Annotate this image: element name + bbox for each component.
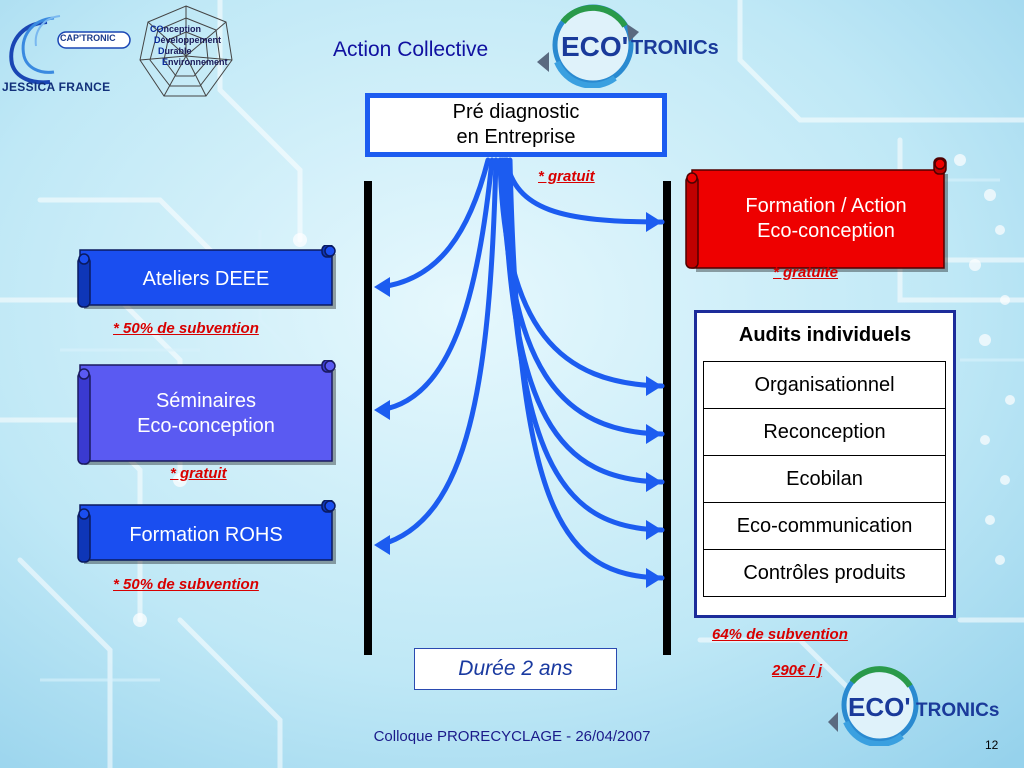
audit-item-reconception: Reconception — [703, 408, 946, 456]
right-vertical-bar — [663, 181, 671, 655]
coded-cap-2: D — [154, 35, 161, 45]
scroll-formation-action — [685, 157, 948, 272]
captronic-logo — [9, 15, 131, 85]
footer-text: Colloque PRORECYCLAGE - 26/04/2007 — [373, 728, 651, 745]
seminaires-line2: Eco-conception — [137, 415, 275, 437]
table-row: Reconception — [703, 408, 946, 456]
arrowhead-controles — [646, 568, 662, 588]
scroll-formation-label: Formation / Action Eco-conception — [706, 172, 946, 266]
ateliers-subvention-note: * 50% de subvention — [113, 320, 259, 337]
duration-label: Durée 2 ans — [458, 657, 573, 680]
seminaires-line1: Séminaires — [155, 390, 257, 412]
ecotronics-bottom-tronics: TRONICs — [916, 700, 999, 721]
audits-table: Organisationnel Reconception Ecobilan Ec… — [703, 361, 946, 597]
ecotronics-logo-bottom: ECO' TRONICs — [828, 666, 999, 746]
scroll-ateliers-label: Ateliers DEEE — [96, 252, 316, 307]
ecotronics-top-eco: ECO' — [561, 31, 628, 62]
page-number: 12 — [985, 738, 999, 752]
pre-diagnostic-line2: en Entreprise — [456, 126, 576, 148]
page-title: Action Collective — [333, 38, 489, 61]
formation-action-line1: Formation / Action — [745, 195, 907, 217]
formation-gratuite-note: * gratuite — [773, 264, 839, 281]
rohs-subvention-note: * 50% de subvention — [113, 576, 259, 593]
jessica-france-label: JESSICA FRANCE — [2, 80, 111, 94]
vertical-bars — [364, 181, 671, 655]
coded-rest-3: urable — [164, 46, 192, 56]
arrowhead-formation — [646, 212, 662, 232]
audits-price-note: 290€ / j — [772, 662, 823, 679]
coded-rest-4: nvironnement — [168, 57, 228, 67]
arrow-to-ateliers — [377, 157, 491, 290]
scroll-seminaires — [77, 360, 336, 465]
scroll-ateliers-deee — [77, 245, 336, 309]
audit-item-eco-communication: Eco-communication — [703, 502, 946, 550]
table-row: Ecobilan — [703, 455, 946, 503]
left-vertical-bar — [364, 181, 372, 655]
coded-cap-4: E — [162, 57, 169, 67]
seminaires-gratuit-note: * gratuit — [170, 465, 227, 482]
table-row: Eco-communication — [703, 502, 946, 550]
captronic-logo-text: CAP'TRONIC — [60, 33, 116, 43]
arrowhead-ateliers — [374, 277, 390, 297]
arrowhead-reconception — [646, 424, 662, 444]
pre-diagnostic-gratuit-note: * gratuit — [538, 168, 595, 185]
scroll-seminaires-label: Séminaires Eco-conception — [96, 366, 316, 462]
audit-item-ecobilan: Ecobilan — [703, 455, 946, 503]
scroll-formation-rohs — [77, 500, 336, 564]
audit-item-organisationnel: Organisationnel — [703, 361, 946, 409]
coded-cap-1: CO — [150, 24, 164, 34]
scroll-rohs-label: Formation ROHS — [96, 508, 316, 563]
pre-diagnostic-line1: Pré diagnostic — [452, 101, 580, 123]
coded-logo-text: COnception Développement Durable Environ… — [150, 24, 228, 68]
audits-subvention-note: 64% de subvention — [712, 626, 848, 643]
coded-cap-3: D — [158, 46, 165, 56]
arrowhead-seminaires — [374, 400, 390, 420]
arrow-to-seminaires — [377, 157, 495, 413]
coded-rest-2: éveloppement — [160, 35, 222, 45]
coded-rest-1: nception — [163, 24, 202, 34]
table-row: Contrôles produits — [703, 549, 946, 597]
arrowhead-organisationnel — [646, 376, 662, 396]
arrowhead-eco-communication — [646, 520, 662, 540]
formation-action-line2: Eco-conception — [757, 220, 895, 242]
audits-title: Audits individuels — [738, 324, 912, 346]
arrow-to-rohs — [377, 157, 499, 548]
duration-box: Durée 2 ans — [414, 648, 617, 690]
formation-rohs-label: Formation ROHS — [129, 524, 283, 546]
arrow-to-controles — [507, 157, 665, 581]
arrowhead-ecobilan — [646, 472, 662, 492]
arrowhead-rohs — [374, 535, 390, 555]
ecotronics-logo-top: ECO' TRONICs — [537, 4, 719, 88]
coded-web-logo — [139, 5, 233, 97]
ecotronics-top-tronics: TRONICs — [631, 37, 719, 59]
arrow-to-eco-communication — [504, 157, 665, 533]
ecotronics-bottom-eco: ECO' — [848, 692, 911, 722]
audit-item-controles-produits: Contrôles produits — [703, 549, 946, 597]
pre-diagnostic-box: Pré diagnostic en Entreprise — [365, 93, 667, 157]
ateliers-deee-label: Ateliers DEEE — [142, 268, 270, 290]
table-row: Organisationnel — [703, 361, 946, 409]
